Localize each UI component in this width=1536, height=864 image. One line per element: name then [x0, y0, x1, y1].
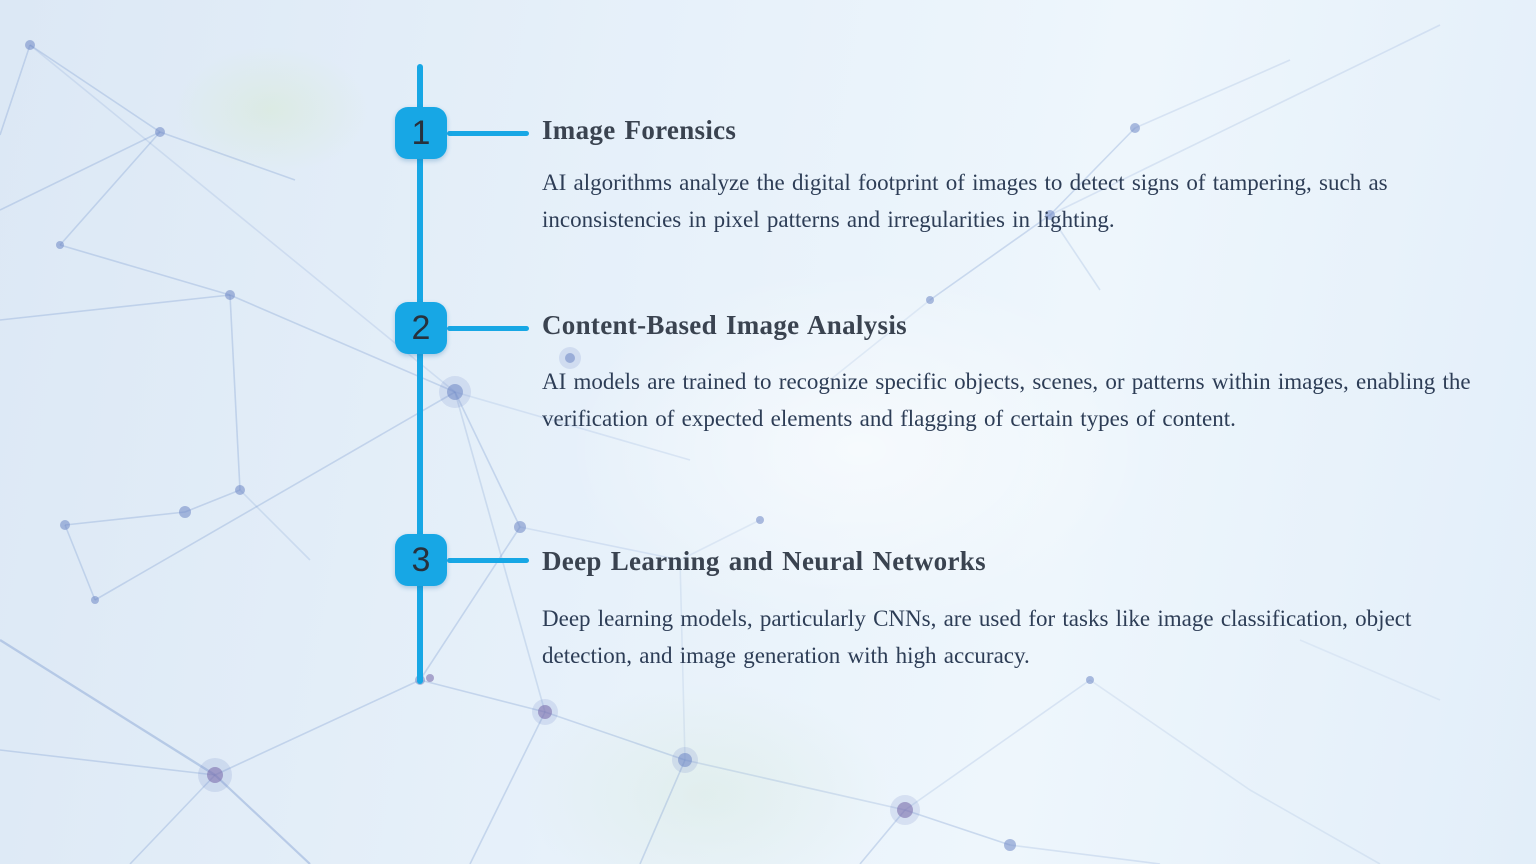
item-description-content-based-image-analysis: AI models are trained to recognize speci… — [542, 369, 1471, 431]
timeline-vertical-line — [417, 64, 423, 684]
step-number: 2 — [411, 308, 431, 347]
timeline-connector-1 — [447, 131, 529, 136]
timeline-step-badge-2: 2 — [395, 302, 447, 354]
timeline-step-badge-1: 1 — [395, 107, 447, 159]
timeline-connector-3 — [447, 558, 529, 563]
item-title-content-based-image-analysis: Content-Based Image Analysis — [542, 310, 907, 340]
timeline-connector-2 — [447, 326, 529, 331]
item-description-image-forensics: AI algorithms analyze the digital footpr… — [542, 170, 1388, 232]
timeline-step-badge-3: 3 — [395, 534, 447, 586]
item-description-deep-learning-neural-networks: Deep learning models, particularly CNNs,… — [542, 606, 1412, 668]
step-number: 1 — [411, 113, 431, 152]
item-title-deep-learning-neural-networks: Deep Learning and Neural Networks — [542, 546, 986, 576]
step-number: 3 — [411, 540, 431, 579]
item-title-image-forensics: Image Forensics — [542, 115, 737, 145]
